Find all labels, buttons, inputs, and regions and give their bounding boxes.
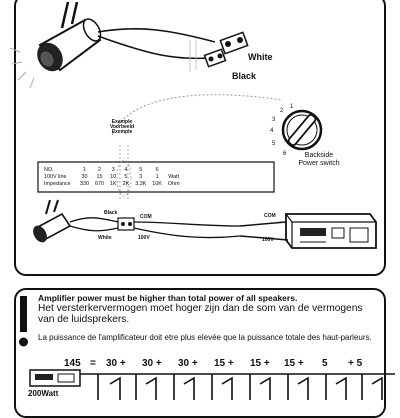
table-cell: 30	[81, 173, 88, 180]
warning-exclamation-icon	[19, 296, 28, 347]
connector-block-icon	[117, 217, 135, 231]
speaker-icon	[135, 374, 157, 400]
speaker-icon	[249, 374, 271, 400]
example-label: Example Voorbeeld Exemple	[109, 119, 135, 135]
table-cell: 5	[139, 166, 143, 173]
warning-french: La puissance de l'amplificateur doit etr…	[38, 333, 372, 342]
amp-100v-label: 100V	[262, 237, 274, 243]
table-cell: 1K	[110, 180, 117, 187]
power-value: + 5	[348, 358, 363, 369]
speaker-icon	[97, 374, 121, 400]
diagram-drawing	[9, 1, 395, 400]
speaker-icon	[287, 374, 309, 400]
power-value: 5	[322, 358, 328, 369]
table-header-label: NO.	[44, 166, 54, 173]
warning-dutch: Het versterkervermogen moet hoger zijn d…	[38, 303, 363, 325]
power-switch-icon	[281, 109, 323, 151]
power-value: 15 +	[250, 358, 270, 369]
black-wire-label: Black	[232, 71, 257, 81]
power-sum-row: 145 = 30 + 30 + 30 + 15 + 15 + 15 + 5 + …	[38, 358, 384, 370]
power-value: 15 +	[284, 358, 304, 369]
table-cell: 4	[124, 166, 128, 173]
power-total: 145	[64, 358, 81, 369]
power-value: 30 +	[142, 358, 162, 369]
speaker-row	[97, 374, 383, 400]
speaker-icon	[325, 374, 347, 400]
switch-number-5: 5	[272, 141, 276, 147]
power-value: 30 +	[178, 358, 198, 369]
table-cell: 3	[139, 173, 143, 180]
impedance-table: NO. 1 2 3 4 5 6 100V line 30 15 10 5 3 1…	[42, 166, 183, 187]
power-warning-panel	[14, 288, 386, 418]
speaker-icon	[173, 374, 195, 400]
wiring-com-label: COM	[140, 214, 152, 220]
table-unit: Watt	[168, 173, 180, 180]
white-wire-label: White	[248, 52, 273, 62]
table-cell: 6	[155, 166, 159, 173]
amplifier-icon	[285, 213, 377, 249]
small-amplifier-icon	[29, 369, 81, 387]
table-cell: 670	[95, 180, 104, 187]
switch-number-3: 3	[272, 117, 276, 123]
table-cell: 1	[83, 166, 86, 173]
wiring-100v-label: 100V	[138, 235, 150, 241]
switch-number-2: 2	[280, 108, 284, 114]
table-impedance-label: Impedance	[44, 180, 71, 187]
speaker-icon	[211, 374, 233, 400]
table-cell: 10	[110, 173, 117, 180]
power-value: 30 +	[106, 358, 126, 369]
wiring-white-label: White	[98, 235, 112, 241]
table-cell: 2	[98, 166, 101, 173]
wire-black	[97, 35, 211, 60]
power-equals: =	[90, 358, 96, 369]
switch-number-6: 6	[283, 151, 287, 157]
switch-number-1: 1	[290, 104, 294, 110]
switch-caption: Backside Power switch	[298, 152, 340, 167]
terminal-white-icon	[219, 31, 249, 55]
table-cell: 10K	[152, 180, 162, 187]
table-cell: 2K	[122, 180, 130, 187]
power-value: 15 +	[214, 358, 234, 369]
table-cell: 3	[111, 166, 115, 173]
table-cell: 1	[155, 173, 159, 180]
table-line-label: 100V line	[44, 173, 67, 180]
amp-com-label: COM	[264, 213, 276, 219]
terminal-black-icon	[203, 48, 227, 68]
switch-number-4: 4	[270, 128, 274, 134]
wiring-black-label: Black	[104, 210, 118, 216]
table-cell: 330	[80, 180, 89, 187]
table-cell: 15	[96, 173, 103, 180]
speaker-icon	[361, 374, 383, 400]
table-cell: 5	[124, 173, 128, 180]
table-unit: Ohm	[167, 180, 180, 187]
table-cell: 3.3K	[135, 180, 147, 187]
amplifier-watt-label: 200Watt	[28, 389, 59, 398]
warning-english: Amplifier power must be higher than tota…	[38, 293, 298, 303]
small-horn-speaker-icon	[33, 199, 72, 243]
horn-speaker-icon	[9, 1, 102, 89]
wire-white	[97, 28, 216, 43]
